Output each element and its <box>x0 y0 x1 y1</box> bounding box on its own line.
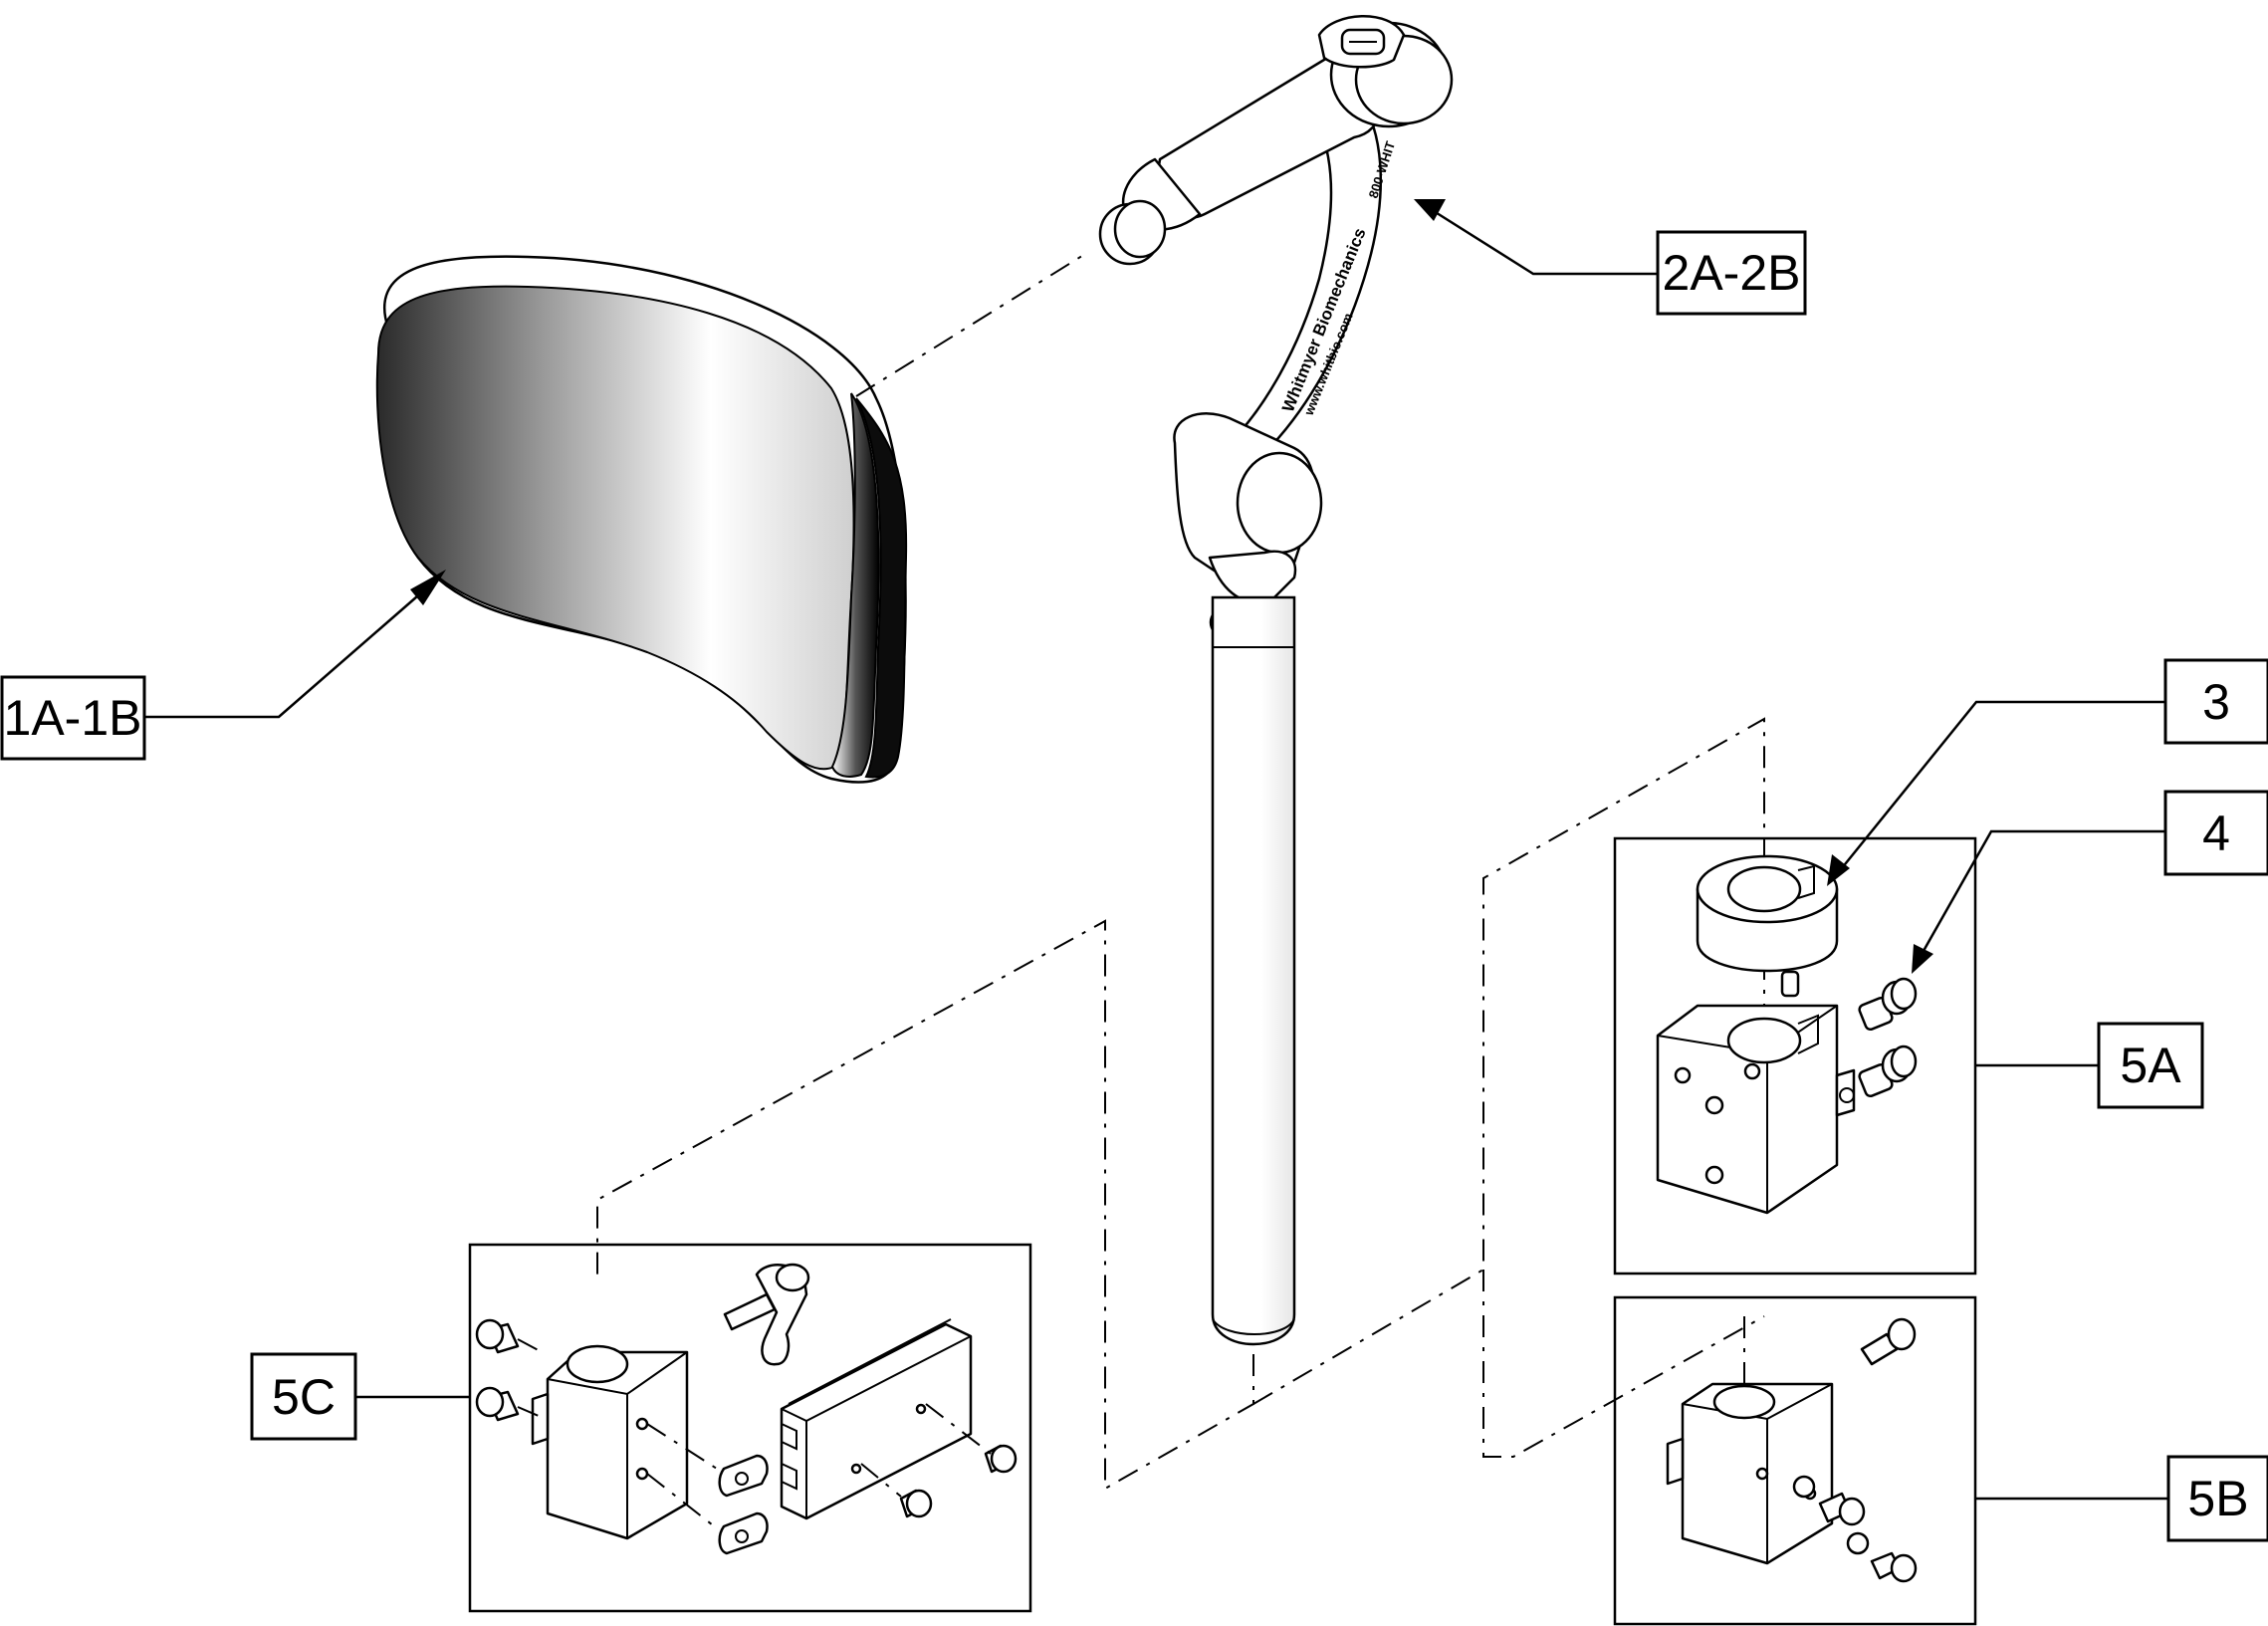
group-5b-parts <box>1666 1317 1918 1583</box>
screw-5b-low <box>1870 1551 1918 1583</box>
group-5b-frame <box>1613 1295 1977 1626</box>
headrest-pad <box>375 255 908 784</box>
arrowhead-1 <box>410 570 446 605</box>
leader-lines <box>144 199 2168 1501</box>
group-5a-frame <box>1613 836 1977 1276</box>
screw-5c-left-low <box>475 1386 520 1422</box>
callout-2a-2b: 2A-2B <box>1656 230 1807 316</box>
callout-1a-1b-label: 1A-1B <box>4 690 142 746</box>
callout-5b: 5B <box>2166 1455 2268 1542</box>
screw-5b-mid <box>1818 1492 1866 1526</box>
headrest-arm: Whitmyer Biomechanics www.whitbio.com 80… <box>1098 15 1454 1346</box>
callout-5c: 5C <box>250 1352 357 1441</box>
arrowhead-2 <box>1414 199 1446 221</box>
arrowhead-4 <box>1912 944 1933 974</box>
screw-5c-right-low <box>899 1489 933 1518</box>
ball-stud <box>723 1263 810 1366</box>
callout-2a-2b-label: 2A-2B <box>1663 245 1801 301</box>
clamp-tab-upper <box>718 1454 769 1498</box>
clamp-tab-lower <box>718 1511 769 1555</box>
callout-5c-label: 5C <box>272 1369 336 1425</box>
callout-4: 4 <box>2163 790 2268 876</box>
screw-5b-top <box>1860 1317 1917 1366</box>
group-5c-parts <box>475 1263 1018 1555</box>
callout-3-label: 3 <box>2202 674 2230 730</box>
callout-1a-1b: 1A-1B <box>0 675 146 761</box>
callout-4-label: 4 <box>2202 806 2230 861</box>
arrowhead-3 <box>1827 854 1850 886</box>
callout-5a: 5A <box>2097 1022 2204 1109</box>
group-5a-parts <box>1656 854 1918 1215</box>
callout-5a-label: 5A <box>2120 1038 2181 1093</box>
callout-3: 3 <box>2163 658 2268 745</box>
callout-5b-label: 5B <box>2187 1471 2248 1526</box>
screw-4a <box>1858 977 1918 1032</box>
screw-5c-left-top <box>475 1318 520 1354</box>
group-5c-frame <box>468 1243 1032 1613</box>
screw-4b <box>1858 1045 1918 1098</box>
screw-5c-right-top <box>984 1444 1018 1474</box>
